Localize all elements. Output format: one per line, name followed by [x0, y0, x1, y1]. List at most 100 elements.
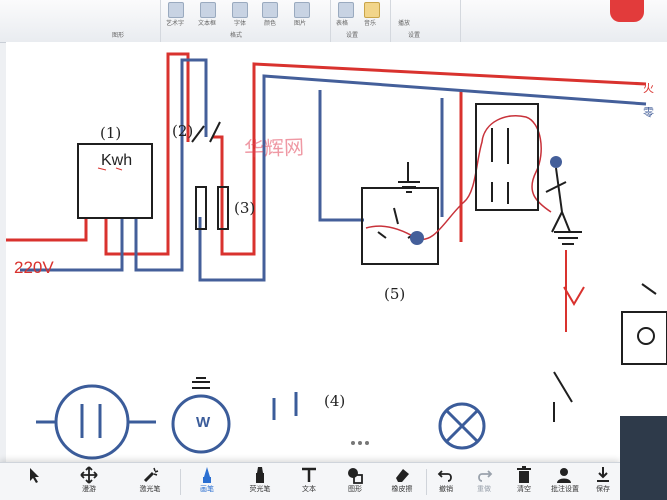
- tool-text[interactable]: 文本: [294, 465, 324, 499]
- tool-laser[interactable]: 激光笔: [130, 465, 170, 499]
- text-t-icon: [302, 467, 316, 482]
- tool-pen-label: 画笔: [200, 485, 214, 493]
- voltage-label: 220V: [14, 258, 54, 277]
- meter-number-label: (1): [100, 124, 122, 142]
- right-switch: [641, 283, 657, 295]
- font-icon[interactable]: [232, 2, 248, 18]
- ribbon-group-label: 图形: [112, 32, 125, 39]
- relay-contacts: [491, 128, 509, 204]
- bulb-circle: [171, 394, 231, 454]
- laser-pointer-icon: [143, 467, 159, 483]
- tool-pen[interactable]: 画笔: [192, 465, 222, 499]
- bottom-switch: [553, 371, 573, 422]
- toolbar-separator: [180, 469, 181, 495]
- ribbon-group-label: 设置: [346, 32, 359, 39]
- ribbon-item-label[interactable]: 字体: [234, 20, 247, 27]
- tool-text-label: 文本: [302, 485, 316, 493]
- ribbon-group-3: 表格 音乐 设置: [330, 0, 391, 42]
- ribbon-group-label: 格式: [230, 32, 243, 39]
- tool-redo-label: 重做: [477, 485, 491, 493]
- shape-icon: [348, 468, 363, 484]
- tool-highlighter-label: 荧光笔: [249, 485, 271, 493]
- outlet-circle: [54, 384, 130, 460]
- trash-icon: [517, 466, 531, 483]
- tool-annotation-settings[interactable]: 批注设置: [546, 465, 584, 499]
- fuse-left: [195, 186, 207, 230]
- ribbon-item-label[interactable]: 播放: [398, 20, 411, 27]
- ribbon-item-label[interactable]: 颜色: [264, 20, 277, 27]
- tool-save[interactable]: 保存: [590, 465, 616, 499]
- annotation-settings-icon: [557, 468, 571, 483]
- tool-settings-label: 批注设置: [551, 485, 579, 493]
- meter-underline: [97, 167, 123, 171]
- highlighter-icon: [256, 467, 264, 483]
- outlet-lines: [36, 404, 156, 438]
- ribbon-group-4: 播放 设置: [390, 0, 461, 42]
- neutral-wire-socket: [318, 90, 364, 222]
- undo-icon: [437, 470, 452, 482]
- live-wire-input: [6, 218, 88, 242]
- tool-shape[interactable]: 图形: [340, 465, 370, 499]
- tool-move-label: 漫游: [82, 485, 96, 493]
- ground-symbol: [398, 162, 420, 193]
- right-outlet-box: [621, 311, 667, 365]
- tool-laser-label: 激光笔: [139, 485, 161, 493]
- person-head: [550, 156, 562, 168]
- tool-save-label: 保存: [596, 485, 610, 493]
- ribbon-group-1: 图形: [0, 0, 161, 42]
- ribbon-item-label[interactable]: 音乐: [364, 20, 377, 27]
- music-icon[interactable]: [364, 2, 380, 18]
- outlet-number-label: (4): [324, 392, 346, 410]
- tool-redo[interactable]: 重做: [470, 465, 498, 499]
- toolbar-separator: [426, 469, 427, 495]
- annotation-dot: [410, 231, 424, 245]
- table-icon[interactable]: [338, 2, 354, 18]
- slide-canvas[interactable]: (1) Kwh (2) (3) (4) (5) 220V 华辉网 火 零 W: [6, 42, 667, 462]
- image-icon[interactable]: [294, 2, 310, 18]
- save-download-icon: [597, 467, 609, 482]
- neutral-wire-main: [198, 74, 647, 282]
- ribbon-group-2: 艺术字 文本框 字体 颜色 图片 格式: [160, 0, 331, 42]
- tool-undo-label: 撤销: [439, 485, 453, 493]
- ribbon-item-label[interactable]: 图片: [294, 20, 307, 27]
- textbox-icon[interactable]: [200, 2, 216, 18]
- outlet-4-symbol: [272, 392, 298, 420]
- hand-annotation: [365, 115, 552, 241]
- ribbon: 图形 艺术字 文本框 字体 颜色 图片 格式 表格 音乐 设置 播放 设置: [0, 0, 667, 43]
- neutral-wires: [20, 58, 647, 282]
- annotation-toolbar: 漫游 激光笔 画笔 荧光笔 文本 图形 橡皮擦 撤销: [0, 462, 620, 500]
- socket-number-label: (5): [384, 285, 406, 303]
- meter-kwh-label: Kwh: [101, 152, 133, 169]
- redo-icon: [478, 470, 493, 482]
- lamp-cross: [444, 408, 480, 444]
- meter-box: [77, 143, 153, 219]
- move-arrows-icon: [80, 466, 98, 484]
- fuse-number-label: (3): [234, 199, 256, 217]
- toolbar-collapse-handle[interactable]: [345, 438, 375, 448]
- tool-select[interactable]: [20, 465, 48, 499]
- eraser-icon: [396, 469, 409, 482]
- bulb-base: [192, 377, 210, 389]
- taskbar-edge: [620, 416, 667, 500]
- color-icon[interactable]: [262, 2, 278, 18]
- ribbon-item-label[interactable]: 表格: [336, 20, 349, 27]
- current-arrow: [563, 286, 585, 306]
- fuse-right: [217, 186, 229, 230]
- relay-box: [475, 103, 539, 211]
- tool-undo[interactable]: 撤销: [432, 465, 460, 499]
- ribbon-item-label[interactable]: 艺术字: [166, 20, 185, 27]
- person-body: [545, 167, 571, 233]
- corner-badge: [610, 0, 644, 22]
- tool-eraser[interactable]: 橡皮擦: [384, 465, 420, 499]
- tool-shape-label: 图形: [348, 485, 362, 493]
- lamp-circle: [438, 402, 486, 450]
- tool-move[interactable]: 漫游: [72, 465, 106, 499]
- switch-number-label: (2): [172, 122, 194, 140]
- tool-highlighter[interactable]: 荧光笔: [242, 465, 278, 499]
- tool-clear[interactable]: 清空: [510, 465, 538, 499]
- ribbon-group-label: 设置: [408, 32, 421, 39]
- wordart-icon[interactable]: [168, 2, 184, 18]
- socket-box: [361, 187, 439, 265]
- ribbon-item-label[interactable]: 文本框: [198, 20, 217, 27]
